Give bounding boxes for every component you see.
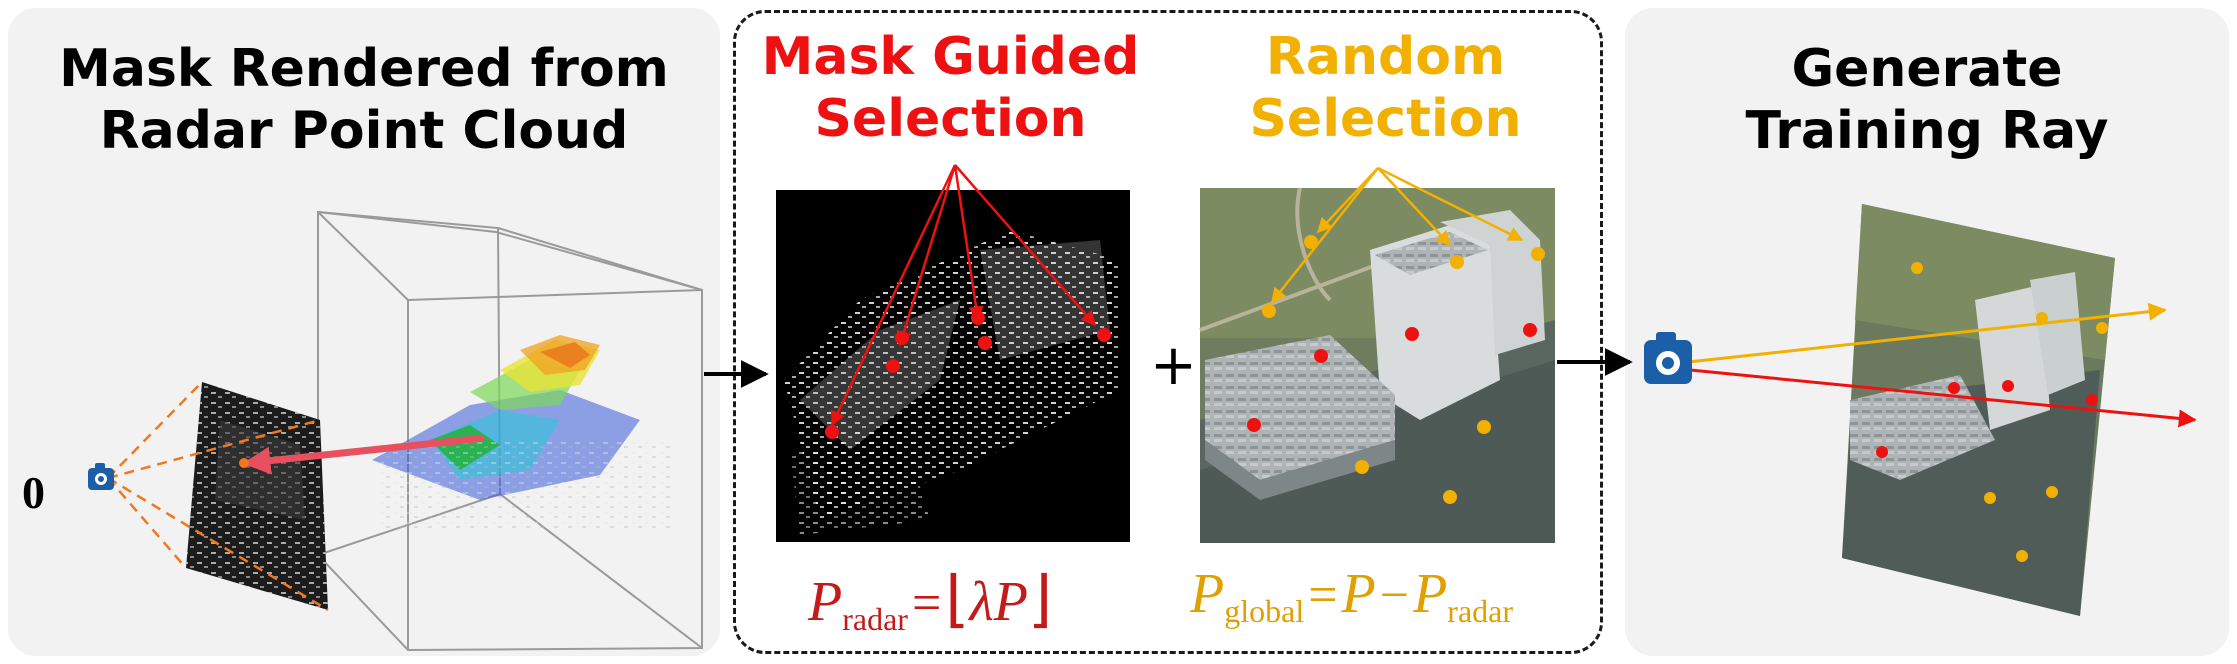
generate-ray-title: Generate Training Ray [1745, 39, 2109, 161]
camera-frustum [107, 381, 329, 612]
training-ray-red [1669, 366, 2197, 428]
mask-guided-title: Mask Guided Selection [761, 27, 1140, 149]
formula-radar: Pradar=⌊λP⌋ [808, 566, 1053, 637]
aerial-mask-points [1247, 323, 1537, 432]
mask-image [776, 190, 1130, 542]
warped-aerial-image [1842, 204, 2115, 616]
right-image-points [1876, 262, 2108, 562]
formula-global: Pglobal=P−Pradar [1190, 563, 1514, 629]
random-selection-arrows [1271, 166, 1524, 304]
aerial-image [1199, 187, 1555, 543]
projected-point [239, 458, 249, 468]
random-selected-points [1262, 235, 1545, 504]
mask-selected-points [825, 311, 1111, 439]
plus-sign: + [1150, 333, 1197, 398]
random-selection-title: Random Selection [1249, 27, 1522, 149]
camera-icon [88, 463, 114, 490]
mask-guided-arrows [830, 164, 1096, 427]
left-panel [8, 8, 720, 656]
training-ray-yellow [1669, 302, 2167, 366]
camera-index-label: 0 [22, 467, 45, 518]
radar-point-cloud [372, 335, 670, 530]
camera-icon [1644, 332, 1692, 384]
projection-arrow [242, 434, 485, 475]
rendered-mask-image [186, 382, 328, 610]
mask-rendered-title: Mask Rendered from Radar Point Cloud [59, 39, 669, 161]
